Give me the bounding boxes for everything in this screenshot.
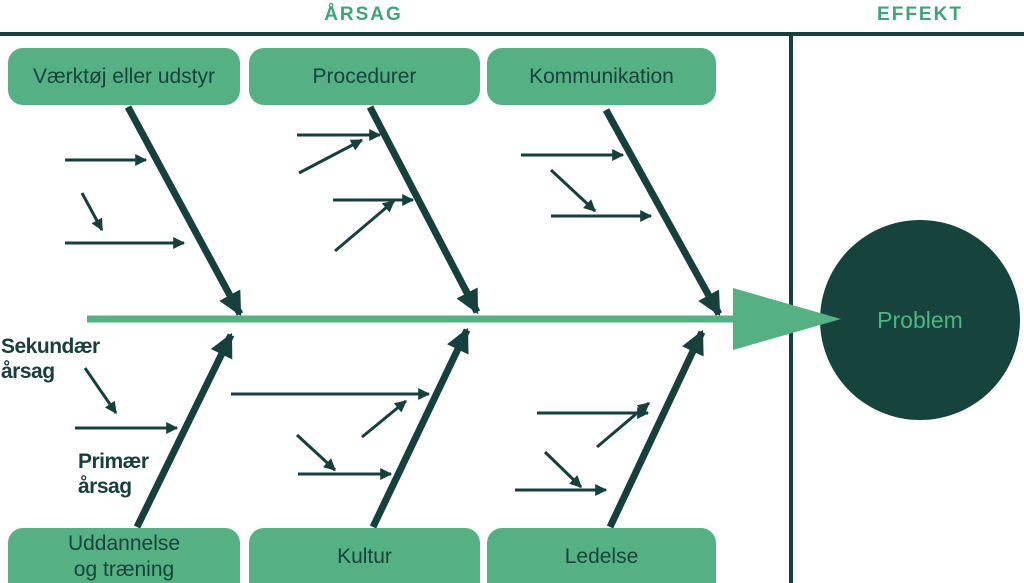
problem-node[interactable]: Problem <box>820 220 1020 420</box>
sub-arrow <box>80 192 104 232</box>
spine-arrowhead <box>733 288 841 350</box>
category-box-kommunikation[interactable]: Kommunikation <box>487 48 716 105</box>
bone-vaerktoej <box>124 105 244 317</box>
sub-arrow <box>295 433 337 472</box>
sub-arrow <box>543 450 583 489</box>
effect-section-label: EFFEKT <box>877 4 963 25</box>
category-box-vaerktoej[interactable]: Værktøj eller udstyr <box>8 48 240 105</box>
category-box-kultur[interactable]: Kultur <box>249 528 480 583</box>
primary-cause-label[interactable]: Primær årsag <box>78 450 149 499</box>
problem-label: Problem <box>877 306 963 333</box>
sub-arrow <box>298 138 364 175</box>
category-box-uddannelse[interactable]: Uddannelse og træning <box>8 528 240 583</box>
category-label: Procedurer <box>312 64 417 88</box>
secondary-cause-label[interactable]: Sekundær årsag <box>1 335 100 384</box>
bone-kommunikation <box>602 108 723 317</box>
sub-arrow <box>334 199 395 253</box>
category-label: Værktøj eller udstyr <box>32 64 216 88</box>
bone-uddannelse <box>133 332 235 529</box>
category-label: Ledelse <box>564 545 639 569</box>
category-label: Uddannelse og træning <box>67 532 181 581</box>
category-box-ledelse[interactable]: Ledelse <box>487 528 716 583</box>
sub-arrow <box>549 168 597 213</box>
category-label: Kommunikation <box>529 64 674 88</box>
cause-section-label: ÅRSAG <box>324 4 403 25</box>
sub-arrow <box>83 367 118 414</box>
category-box-procedurer[interactable]: Procedurer <box>249 48 480 105</box>
sub-arrow <box>596 401 650 449</box>
top-border-line <box>0 32 1024 36</box>
category-label: Kultur <box>337 545 392 569</box>
bone-kultur <box>369 327 471 529</box>
sub-arrow <box>361 399 407 439</box>
bone-procedurer <box>366 105 481 315</box>
bone-ledelse <box>606 329 706 529</box>
